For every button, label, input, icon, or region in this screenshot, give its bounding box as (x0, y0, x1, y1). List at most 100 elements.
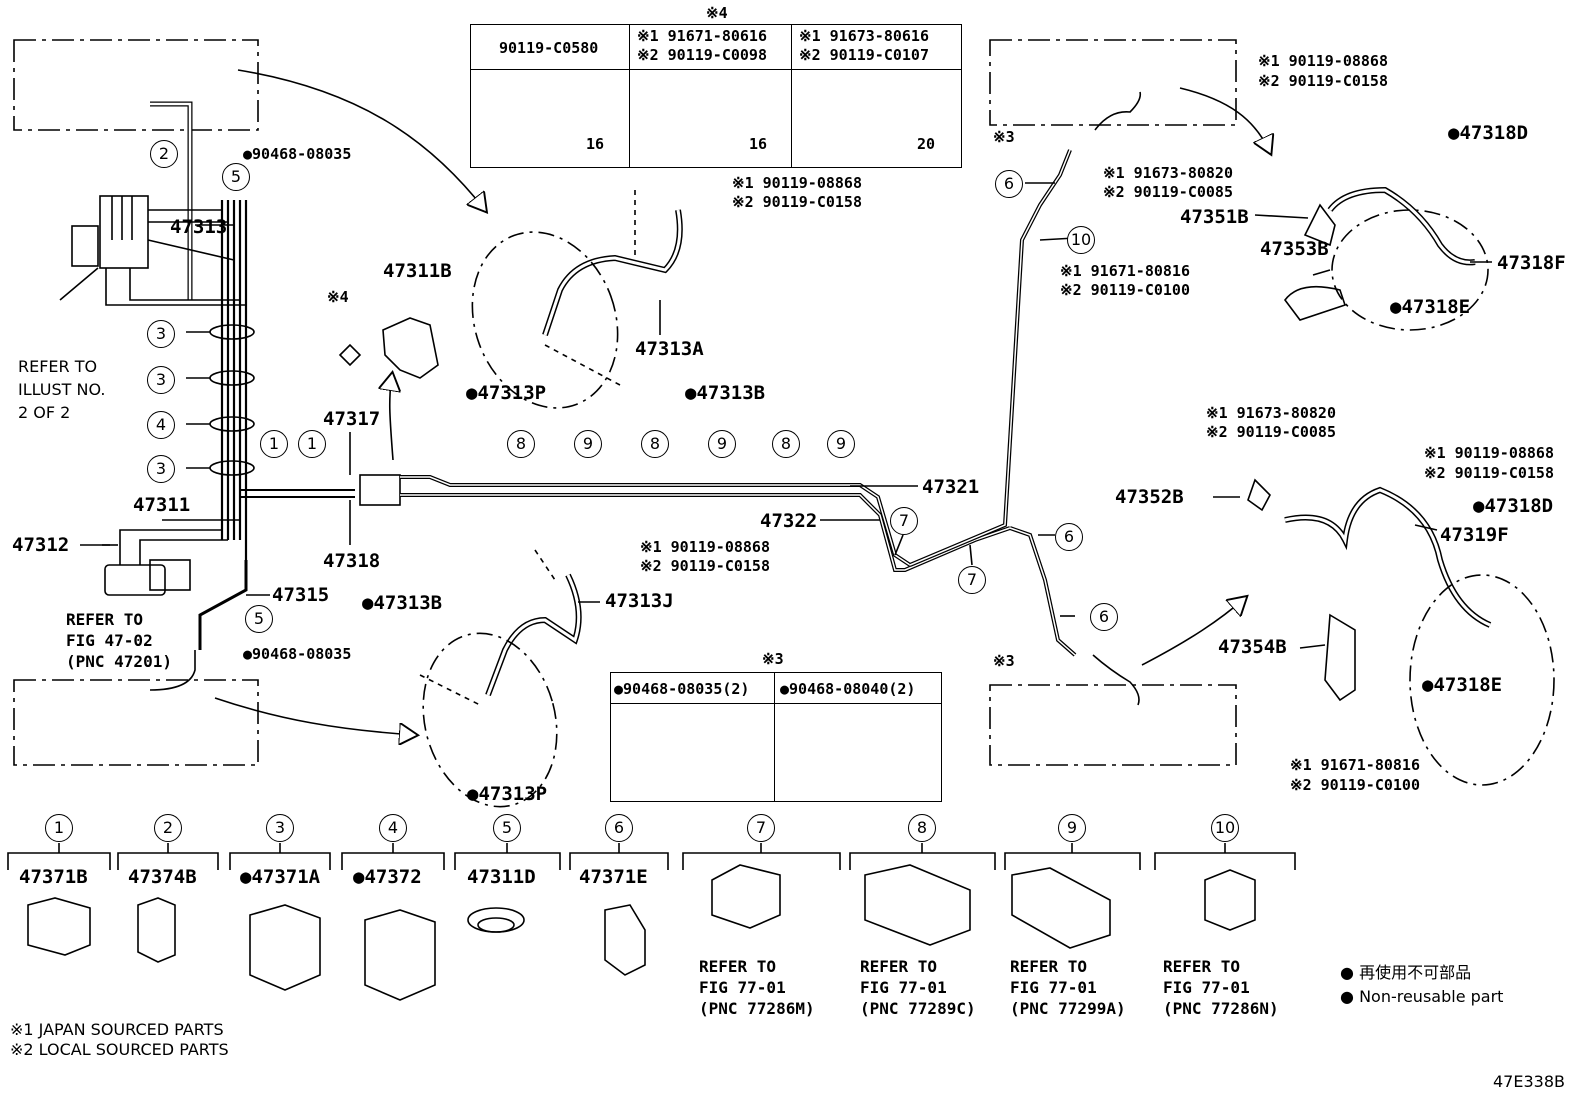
bolt-col-3-length: 20 (917, 135, 936, 153)
callout-6-c: 6 (1090, 603, 1118, 631)
label-47312: 47312 (12, 534, 70, 556)
callout-9-a: 9 (574, 430, 602, 458)
clamp-item-8: 8 (867, 814, 977, 842)
label-47318D-top: ●47318D (1448, 122, 1529, 144)
clip-col-1-pn: ●90468-08035(2) (614, 680, 750, 698)
boltref-c1: ※1 90119-08868 (1258, 52, 1388, 70)
clamp-item-1: 1 (4, 814, 114, 842)
clamp-item-9: 9 (1017, 814, 1127, 842)
callout-10: 10 (1067, 226, 1095, 254)
label-47313J: 47313J (605, 590, 674, 612)
bolt-col-2-length: 16 (749, 135, 768, 153)
clamp-item-3: 3 (225, 814, 335, 842)
ref-box-top-right (989, 39, 1237, 126)
boltref-g1: ※1 90119-08868 (1424, 444, 1554, 462)
label-47315: 47315 (272, 584, 330, 606)
label-47313P-bottom: ●47313P (467, 783, 548, 805)
label-47313: 47313 (170, 216, 228, 238)
label-47322: 47322 (760, 510, 818, 532)
clamp-refer-text: REFER TO FIG 77-01 (PNC 77289C) (860, 957, 976, 1018)
label-mark3-top: ※3 (993, 128, 1015, 146)
label-clip-top: ●90468-08035 (243, 145, 352, 163)
clamp-number: 1 (45, 814, 73, 842)
callout-3-b: 3 (147, 366, 175, 394)
legend-en-text: Non-reusable part (1359, 987, 1504, 1006)
clamp-item-2: 2 (113, 814, 223, 842)
arrow-bottom-left (214, 697, 415, 735)
bolt-table: 90119-C0580 16 ※1 91671-80616 ※2 90119-C… (470, 24, 962, 168)
label-47352B: 47352B (1115, 486, 1184, 508)
callout-5-bottom: 5 (245, 605, 273, 633)
bolt-col-2-pn1: ※1 91671-80616 (637, 27, 767, 45)
callout-2: 2 (150, 140, 178, 168)
ref-box-bottom-left (13, 679, 259, 766)
label-47319F: 47319F (1440, 524, 1509, 546)
clamp-part-number: 47371E (579, 866, 648, 888)
boltref-d2: ※2 90119-C0085 (1103, 183, 1233, 201)
clamp-number: 6 (605, 814, 633, 842)
diagram-code: 47E338B (1493, 1072, 1565, 1091)
callout-7-b: 7 (958, 566, 986, 594)
boltref-a1: ※1 90119-08868 (732, 174, 862, 192)
clamp-refer-text: REFER TO FIG 77-01 (PNC 77286N) (1163, 957, 1279, 1018)
bolt-col-1: 90119-C0580 16 (471, 25, 630, 167)
bolt-col-3-pn1: ※1 91673-80616 (799, 27, 929, 45)
clamp-part-number: 47371B (19, 866, 88, 888)
callout-9-c: 9 (827, 430, 855, 458)
clamp-number: 9 (1058, 814, 1086, 842)
refer-fig-47-02: REFER TO FIG 47-02 (PNC 47201) (66, 610, 172, 671)
footnote-japan: ※1 JAPAN SOURCED PARTS (10, 1020, 224, 1039)
arrow-bottom-right (1141, 598, 1245, 666)
clamp-item-6: 6 (564, 814, 674, 842)
label-47313A: 47313A (635, 338, 704, 360)
callout-8-c: 8 (772, 430, 800, 458)
boltref-a2: ※2 90119-C0158 (732, 193, 862, 211)
clamp-refer-text: REFER TO FIG 77-01 (PNC 77299A) (1010, 957, 1126, 1018)
label-47311: 47311 (133, 494, 191, 516)
label-47313B-top: ●47313B (685, 382, 766, 404)
clamp-number: 5 (493, 814, 521, 842)
callout-8-b: 8 (641, 430, 669, 458)
label-47313P-top: ●47313P (466, 382, 547, 404)
bolt-col-3: ※1 91673-80616 ※2 90119-C0107 20 (793, 25, 961, 167)
clip-col-2: ●90468-08040(2) (777, 673, 941, 801)
boltref-h2: ※2 90119-C0100 (1290, 776, 1420, 794)
callout-1-a: 1 (260, 430, 288, 458)
label-47351B: 47351B (1180, 206, 1249, 228)
boltref-f2: ※2 90119-C0085 (1206, 423, 1336, 441)
clamp-item-5: 5 (452, 814, 562, 842)
boltref-e2: ※2 90119-C0100 (1060, 281, 1190, 299)
label-47318E-top: ●47318E (1390, 296, 1471, 318)
bolt-col-2: ※1 91671-80616 ※2 90119-C0098 16 (631, 25, 792, 167)
arrow-top-left (237, 69, 485, 210)
label-47317: 47317 (323, 408, 381, 430)
boltref-f1: ※1 91673-80820 (1206, 404, 1336, 422)
legend-japanese: 再使用不可部品 (1340, 963, 1471, 982)
clamp-item-4: 4 (338, 814, 448, 842)
label-47321: 47321 (922, 476, 980, 498)
label-47318F: 47318F (1497, 252, 1566, 274)
label-47313B-bottom: ●47313B (362, 592, 443, 614)
label-47311B: 47311B (383, 260, 452, 282)
clamp-number: 10 (1211, 814, 1239, 842)
arrow-47317 (390, 375, 393, 461)
callout-8-a: 8 (507, 430, 535, 458)
boltref-b1: ※1 90119-08868 (640, 538, 770, 556)
clamp-number: 2 (154, 814, 182, 842)
clip-table-mark: ※3 (762, 650, 784, 668)
callout-3-a: 3 (147, 320, 175, 348)
clip-table: ●90468-08035(2) ●90468-08040(2) (610, 672, 942, 802)
clip-col-1: ●90468-08035(2) (611, 673, 775, 801)
refer-illust-2-of-2: REFER TO ILLUST NO. 2 OF 2 (18, 357, 106, 423)
bullet-icon (1340, 963, 1354, 982)
clamp-number: 4 (379, 814, 407, 842)
callout-6-b: 6 (1055, 523, 1083, 551)
clamp-part-number: ●47371A (240, 866, 321, 888)
callout-1-b: 1 (298, 430, 326, 458)
clamp-refer-text: REFER TO FIG 77-01 (PNC 77286M) (699, 957, 815, 1018)
bolt-col-2-pn2: ※2 90119-C0098 (637, 46, 767, 64)
label-47318D-bottom: ●47318D (1473, 495, 1554, 517)
clip-col-2-pn: ●90468-08040(2) (780, 680, 916, 698)
boltref-g2: ※2 90119-C0158 (1424, 464, 1554, 482)
